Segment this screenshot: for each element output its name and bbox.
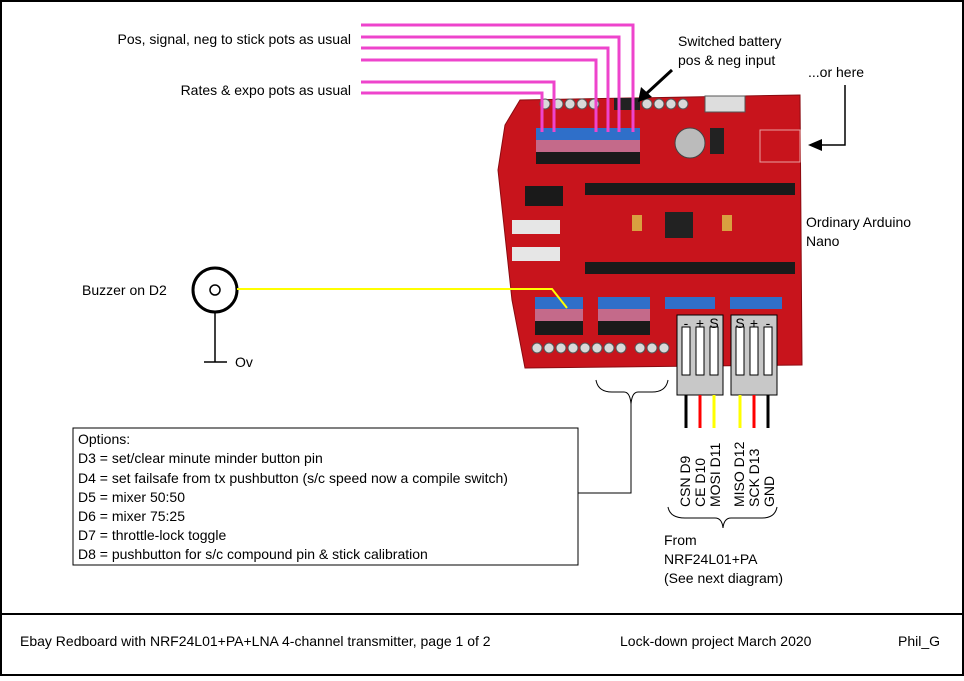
nrf-wires	[684, 395, 770, 428]
pin-label: S	[709, 315, 718, 331]
stick-pot-wire	[361, 23, 635, 132]
nrf-connector-left: - + S	[676, 314, 724, 396]
option-item: D3 = set/clear minute minder button pin	[78, 450, 323, 466]
options-box: Options: D3 = set/clear minute minder bu…	[72, 427, 579, 566]
nano-label-line1: Ordinary Arduino	[806, 214, 911, 230]
pin-label: +	[750, 315, 758, 331]
regulator	[665, 212, 693, 238]
reset-button	[704, 95, 746, 113]
rates-pot-wire	[361, 91, 544, 132]
bottom-pin-holes	[531, 342, 670, 354]
ground-label: Ov	[235, 354, 253, 370]
nano-socket-top	[585, 183, 795, 195]
rates-pot-wire	[361, 80, 556, 132]
capacitor	[674, 127, 706, 159]
digital-headers	[535, 297, 782, 335]
wire-label: SCK D13	[746, 448, 762, 507]
footer-title: Ebay Redboard with NRF24L01+PA+LNA 4-cha…	[20, 633, 491, 649]
analog-signal-row	[536, 128, 640, 140]
battery-arrow	[644, 68, 674, 96]
stick-pot-wire	[361, 35, 621, 132]
battery-label-line2: pos & neg input	[678, 52, 775, 68]
option-item: D4 = set failsafe from tx pushbutton (s/…	[78, 470, 508, 486]
nrf-wire-labels: CSN D9 CE D10 MOSI D11 MISO D12 SCK D13 …	[677, 441, 777, 507]
option-item: D6 = mixer 75:25	[78, 508, 185, 524]
nano-label-line2: Nano	[806, 233, 840, 249]
footer-author: Phil_G	[898, 633, 940, 649]
option-item: D7 = throttle-lock toggle	[78, 527, 226, 543]
rates-pots-label: Rates & expo pots as usual	[181, 82, 351, 98]
top-pin-holes	[539, 98, 689, 110]
or-here-label: ...or here	[808, 64, 864, 80]
from-label-line2: NRF24L01+PA	[664, 551, 758, 567]
from-label-line1: From	[664, 532, 697, 548]
from-label-line3: (See next diagram)	[664, 570, 783, 586]
pin-label: -	[766, 315, 771, 331]
nrf-brace	[667, 506, 778, 529]
stick-pot-wire	[361, 46, 610, 132]
arrow-head-icon	[808, 139, 822, 151]
wire-label: CE D10	[692, 458, 708, 507]
options-leader-line	[578, 404, 632, 494]
pin-label: +	[696, 315, 704, 331]
wire-label: CSN D9	[677, 455, 693, 507]
options-title: Options:	[78, 431, 130, 447]
analog-pos-row	[536, 140, 640, 152]
stick-pots-label: Pos, signal, neg to stick pots as usual	[118, 31, 351, 47]
redboard-shield	[497, 94, 803, 369]
analog-neg-row	[536, 152, 640, 164]
stick-pot-wire	[361, 58, 598, 132]
or-here-arrow	[820, 85, 846, 146]
option-item: D8 = pushbutton for s/c compound pin & s…	[78, 546, 428, 562]
pin-label: -	[684, 315, 689, 331]
pin-label: S	[735, 315, 744, 331]
wire-label: GND	[761, 476, 777, 507]
wire-label: MOSI D11	[707, 442, 723, 507]
battery-label-line1: Switched battery	[678, 33, 782, 49]
nrf-connector-right: S + -	[730, 314, 778, 396]
buzzer-wire	[237, 288, 568, 309]
nano-socket-bottom	[585, 262, 795, 274]
option-item: D5 = mixer 50:50	[78, 489, 185, 505]
footer-project: Lock-down project March 2020	[620, 633, 812, 649]
buzzer-label: Buzzer on D2	[82, 282, 167, 298]
wire-label: MISO D12	[731, 441, 747, 507]
arrow-head-icon	[638, 87, 652, 102]
pot-wires	[361, 23, 635, 132]
